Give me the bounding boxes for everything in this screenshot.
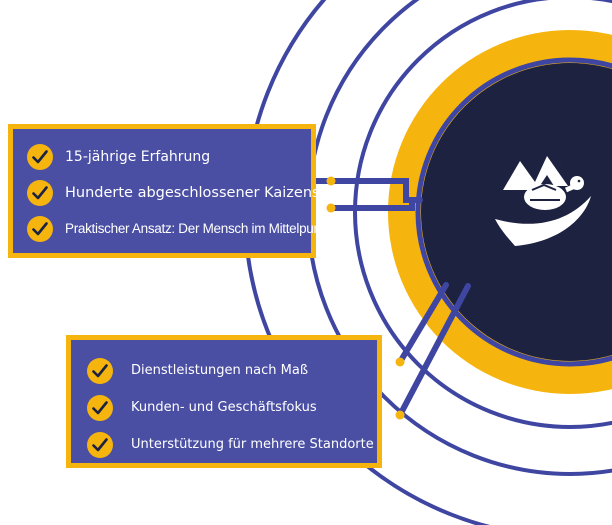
check-icon xyxy=(27,144,53,170)
list-item: Praktischer Ansatz: Der Mensch im Mittel… xyxy=(27,211,331,247)
check-icon xyxy=(27,180,53,206)
item-label: Dienstleistungen nach Maß xyxy=(131,363,309,378)
check-icon xyxy=(27,216,53,242)
features-panel-top: 15-jährige Erfahrung Hunderte abgeschlos… xyxy=(8,124,331,258)
connector-dot xyxy=(326,203,336,213)
connector-dot xyxy=(395,410,405,420)
features-panel-bottom: Dienstleistungen nach Maß Kunden- und Ge… xyxy=(66,335,382,468)
item-label: Hunderte abgeschlossener Kaizens xyxy=(65,184,320,201)
list-item: Dienstleistungen nach Maß xyxy=(87,352,377,389)
check-icon xyxy=(87,394,113,421)
outer-ring-2 xyxy=(353,0,612,429)
item-label: 15-jährige Erfahrung xyxy=(65,149,211,165)
inner-ring xyxy=(415,57,612,367)
connector-dot xyxy=(395,357,405,367)
item-label: Unterstützung für mehrere Standorte xyxy=(131,437,374,452)
connector-lines-top xyxy=(313,178,423,211)
connector-lines-bottom xyxy=(397,282,471,418)
list-item: Unterstützung für mehrere Standorte xyxy=(87,426,377,463)
list-item: Kunden- und Geschäftsfokus xyxy=(87,389,377,426)
list-item: 15-jährige Erfahrung xyxy=(27,139,311,175)
item-label: Kunden- und Geschäftsfokus xyxy=(131,400,317,415)
item-label: Praktischer Ansatz: Der Mensch im Mittel… xyxy=(65,221,331,237)
check-icon xyxy=(87,357,113,384)
mountain-tortoise-icon xyxy=(495,131,591,246)
list-item: Hunderte abgeschlossener Kaizens xyxy=(27,175,320,211)
check-icon xyxy=(87,431,113,458)
connector-dot xyxy=(326,176,336,186)
